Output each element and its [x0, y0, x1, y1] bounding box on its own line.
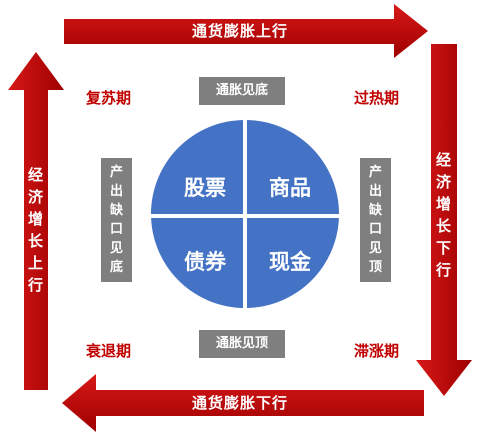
asset-bonds: 债券: [184, 250, 226, 274]
right-arrow-label-char: 行: [435, 261, 452, 279]
left-arrow-label-char: 经: [27, 166, 44, 184]
top-arrow: [64, 4, 428, 58]
tag-inflation-top: 通胀见顶: [199, 330, 285, 358]
right-arrow-label-char: 经: [435, 151, 452, 169]
asset-cash: 现金: [269, 250, 311, 274]
tag-output-gap-top-char: 产: [368, 165, 382, 180]
left-arrow-label-char: 长: [27, 232, 44, 250]
tag-output-gap-bottom-char: 产: [109, 165, 123, 180]
phase-stagflation: 滞涨期: [354, 342, 400, 360]
phase-recession: 衰退期: [86, 342, 132, 360]
tag-output-gap-bottom-char: 出: [109, 184, 123, 199]
tag-output-gap-bottom: 产出缺口见底: [101, 158, 132, 282]
left-arrow-label-char: 增: [27, 210, 44, 228]
tag-output-gap-bottom-char: 缺: [109, 203, 123, 218]
tag-output-gap-top-char: 口: [368, 222, 382, 237]
left-arrow: [8, 52, 64, 390]
tag-output-gap-top-char: 缺: [368, 203, 382, 218]
right-arrow-label-char: 济: [435, 173, 452, 191]
phase-overheat: 过热期: [354, 89, 400, 107]
tag-output-gap-bottom-char: 见: [109, 241, 123, 256]
asset-commodities: 商品: [269, 176, 311, 200]
bottom-arrow: [62, 374, 424, 432]
tag-output-gap-bottom-char: 底: [109, 260, 123, 275]
right-arrow-label: 经济增长下行: [431, 145, 457, 285]
asset-clock-circle: [150, 119, 340, 309]
left-arrow-label-char: 行: [27, 276, 44, 294]
left-arrow-label-char: 上: [27, 254, 44, 272]
tag-output-gap-top-char: 见: [368, 241, 382, 256]
right-arrow: [416, 44, 472, 396]
bottom-arrow-label: 通货膨胀下行: [191, 394, 288, 412]
tag-output-gap-bottom-char: 口: [109, 222, 123, 237]
tag-output-gap-top-char: 出: [368, 184, 382, 199]
right-arrow-label-char: 下: [435, 239, 452, 257]
tag-output-gap-top-char: 顶: [368, 260, 382, 275]
top-arrow-label: 通货膨胀上行: [191, 22, 288, 40]
phase-recovery: 复苏期: [86, 89, 132, 107]
left-arrow-label: 经济增长上行: [24, 160, 48, 300]
tag-inflation-bottom: 通胀见底: [199, 77, 285, 105]
asset-stocks: 股票: [184, 176, 226, 200]
left-arrow-label-char: 济: [27, 188, 44, 206]
tag-output-gap-top: 产出缺口见顶: [360, 158, 391, 282]
right-arrow-label-char: 长: [435, 217, 452, 235]
right-arrow-label-char: 增: [435, 195, 452, 213]
